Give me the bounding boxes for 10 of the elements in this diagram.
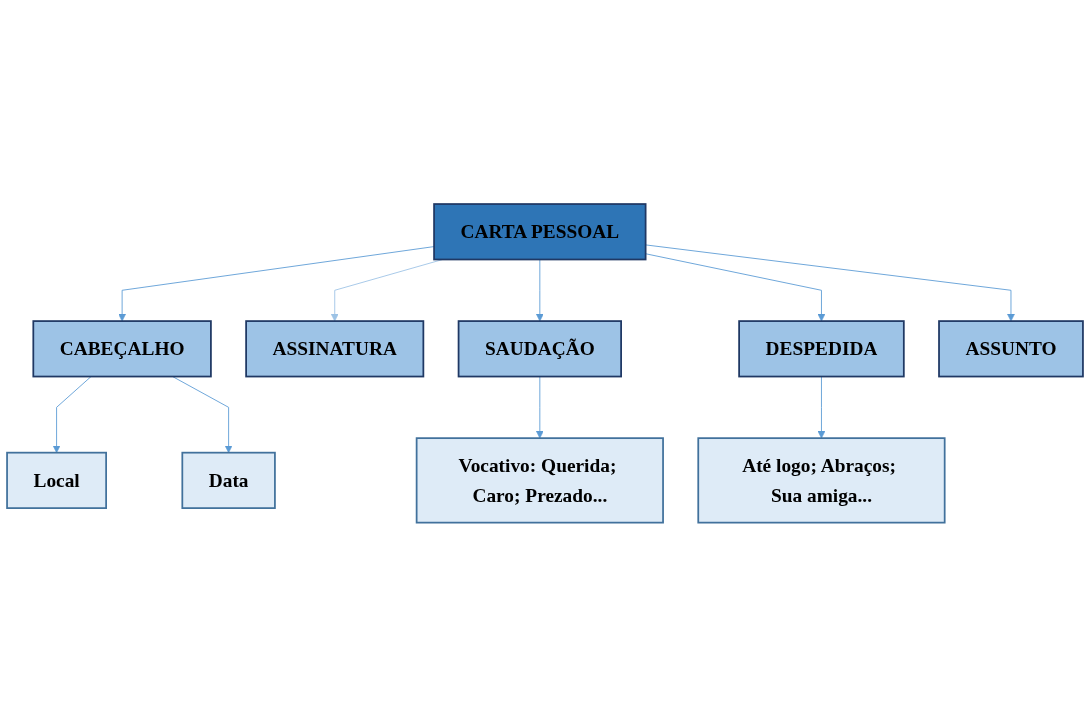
node-box: Data <box>181 451 276 510</box>
node-box: Até logo; Abraços; Sua amiga... <box>697 437 946 524</box>
node-box: CABEÇALHO <box>32 320 212 378</box>
node-box: Local <box>6 451 107 510</box>
node-box: ASSUNTO <box>938 320 1084 378</box>
node-box: Vocativo: Querida; Caro; Prezado... <box>415 437 664 524</box>
node-box: DESPEDIDA <box>738 320 905 378</box>
node-box: SAUDAÇÃO <box>457 320 622 378</box>
node-box: ASSINATURA <box>245 320 425 378</box>
node-box: CARTA PESSOAL <box>433 203 647 261</box>
